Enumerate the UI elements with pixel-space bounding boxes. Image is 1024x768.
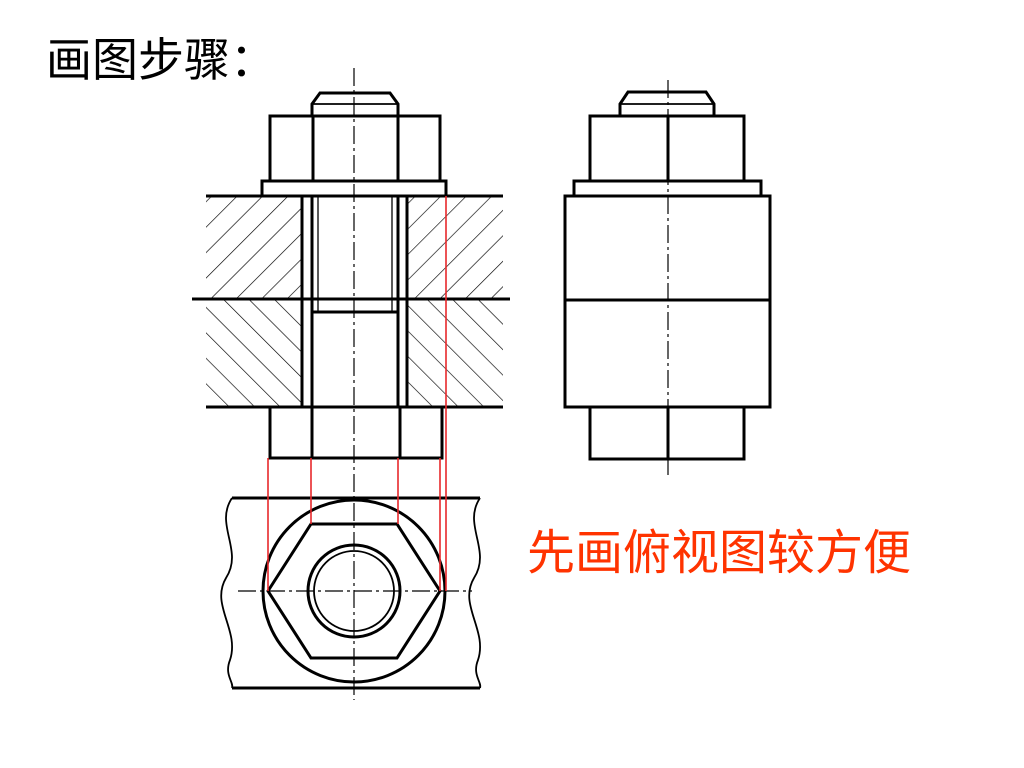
- upper-plate-hatch: [206, 196, 503, 299]
- nut: [268, 114, 442, 183]
- front-view: [192, 68, 510, 700]
- slide-title: 画图步骤：: [46, 33, 276, 87]
- left-break-line: [220, 497, 234, 689]
- projection-lines: [267, 196, 447, 591]
- bolt-head: [268, 405, 444, 460]
- top-view: [220, 496, 482, 690]
- bolt-shank: [310, 196, 400, 407]
- bolt-end: [310, 91, 400, 116]
- annotation-text: 先画俯视图较方便: [527, 525, 912, 581]
- right-break-line: [468, 497, 482, 689]
- lower-plate-hatch: [206, 300, 503, 406]
- side-view: [563, 80, 772, 475]
